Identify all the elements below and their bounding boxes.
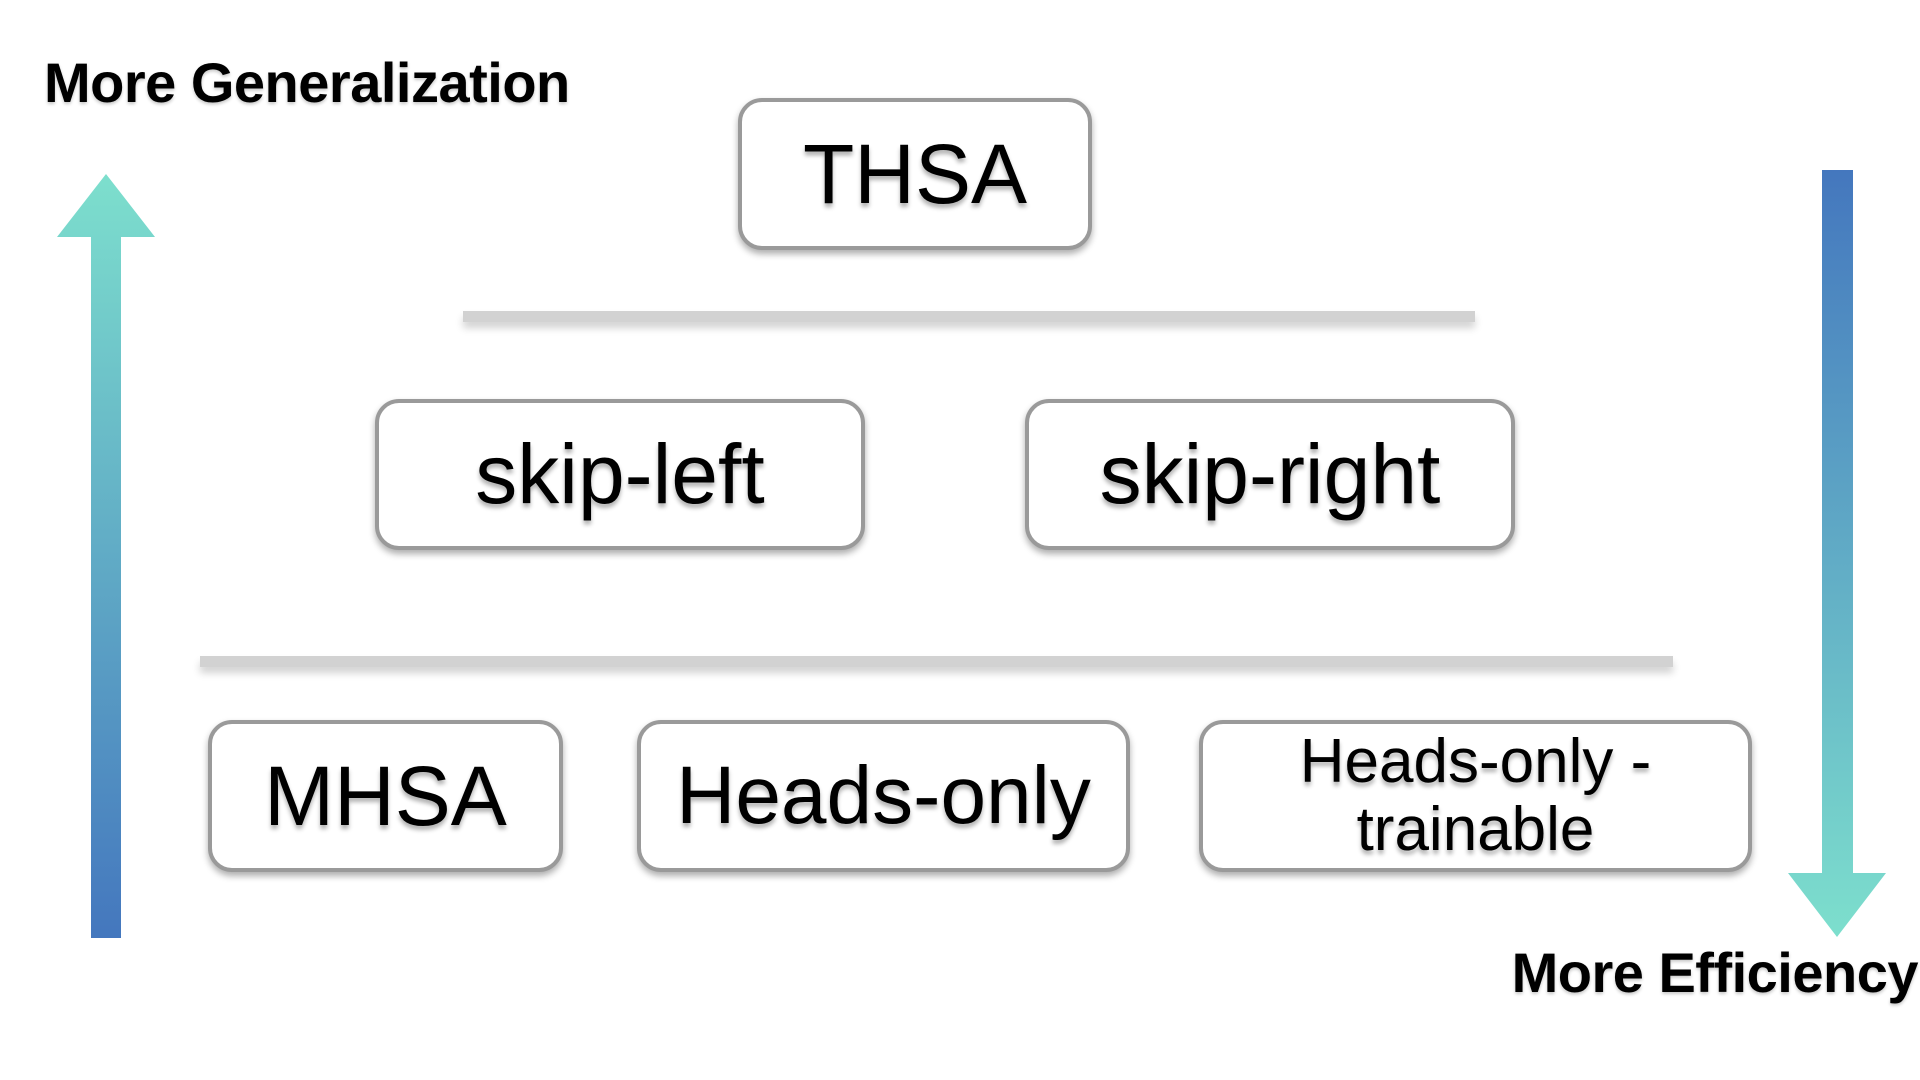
node-thsa: THSA: [738, 98, 1092, 250]
node-heads-only: Heads-only: [637, 720, 1130, 872]
level-divider-top: [463, 311, 1475, 322]
node-heads-only-trainable-line2: trainable: [1356, 795, 1595, 864]
up-arrow-icon: [57, 174, 155, 938]
node-heads-only-trainable: Heads-only - trainable: [1199, 720, 1752, 872]
node-mhsa-label: MHSA: [264, 748, 507, 843]
level-divider-bottom: [200, 656, 1673, 667]
node-skip-right: skip-right: [1025, 399, 1515, 550]
node-skip-right-label: skip-right: [1099, 427, 1441, 522]
up-arrow-shape: [57, 174, 155, 938]
node-heads-only-trainable-line1: Heads-only -: [1299, 726, 1652, 796]
efficiency-axis-label: More Efficiency: [1511, 941, 1919, 1004]
node-thsa-label: THSA: [802, 126, 1028, 221]
node-mhsa: MHSA: [208, 720, 563, 872]
down-arrow-icon: [1788, 170, 1886, 937]
down-arrow-shape: [1788, 170, 1886, 937]
node-skip-left-label: skip-left: [475, 427, 765, 522]
node-heads-only-label: Heads-only: [676, 749, 1091, 841]
generalization-axis-label: More Generalization: [44, 51, 570, 114]
node-skip-left: skip-left: [375, 399, 865, 550]
